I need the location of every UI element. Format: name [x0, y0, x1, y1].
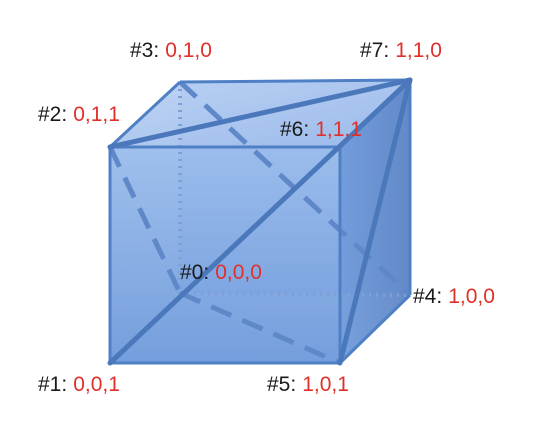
vertex-label-4: #4:1,0,0: [413, 286, 495, 308]
diag-1-7: [107, 77, 413, 366]
vertex-coord: 1,1,1: [315, 118, 362, 141]
vertex-coord: 1,0,1: [302, 373, 349, 396]
vertex-label-1: #1:0,0,1: [38, 374, 120, 396]
vertex-name: #2:: [38, 103, 68, 126]
diag-2-7: [107, 77, 413, 150]
edge-3-7: [179, 78, 411, 84]
vertex-name: #4:: [413, 285, 443, 308]
vertex-coord: 0,0,1: [73, 373, 120, 396]
vertex-label-6: #6:1,1,1: [280, 119, 362, 141]
vertex-label-5: #5:1,0,1: [267, 374, 349, 396]
vertex-name: #7:: [360, 39, 390, 62]
vertex-name: #6:: [280, 118, 310, 141]
vertex-name: #0:: [180, 261, 210, 284]
vertex-coord: 0,1,0: [165, 39, 212, 62]
vertex-label-3: #3:0,1,0: [130, 40, 212, 62]
vertex-coord: 0,1,1: [73, 103, 120, 126]
diag-5-7: [337, 77, 413, 366]
visible-edges: [108, 78, 412, 365]
edge-5-4: [338, 293, 412, 365]
vertex-name: #1:: [38, 373, 68, 396]
vertex-label-2: #2:0,1,1: [38, 104, 120, 126]
vertex-coord: 1,0,0: [448, 285, 495, 308]
vertex-name: #5:: [267, 373, 297, 396]
solid-diagonals: [107, 77, 413, 366]
edge-2-3: [108, 80, 182, 149]
diag-0-5: [178, 290, 342, 366]
vertex-label-7: #7:1,1,0: [360, 40, 442, 62]
vertex-coord: 0,0,0: [215, 261, 262, 284]
vertex-label-0: #0:0,0,0: [180, 262, 262, 284]
vertex-name: #3:: [130, 39, 160, 62]
vertex-coord: 1,1,0: [395, 39, 442, 62]
diag-2-0: [107, 145, 183, 295]
